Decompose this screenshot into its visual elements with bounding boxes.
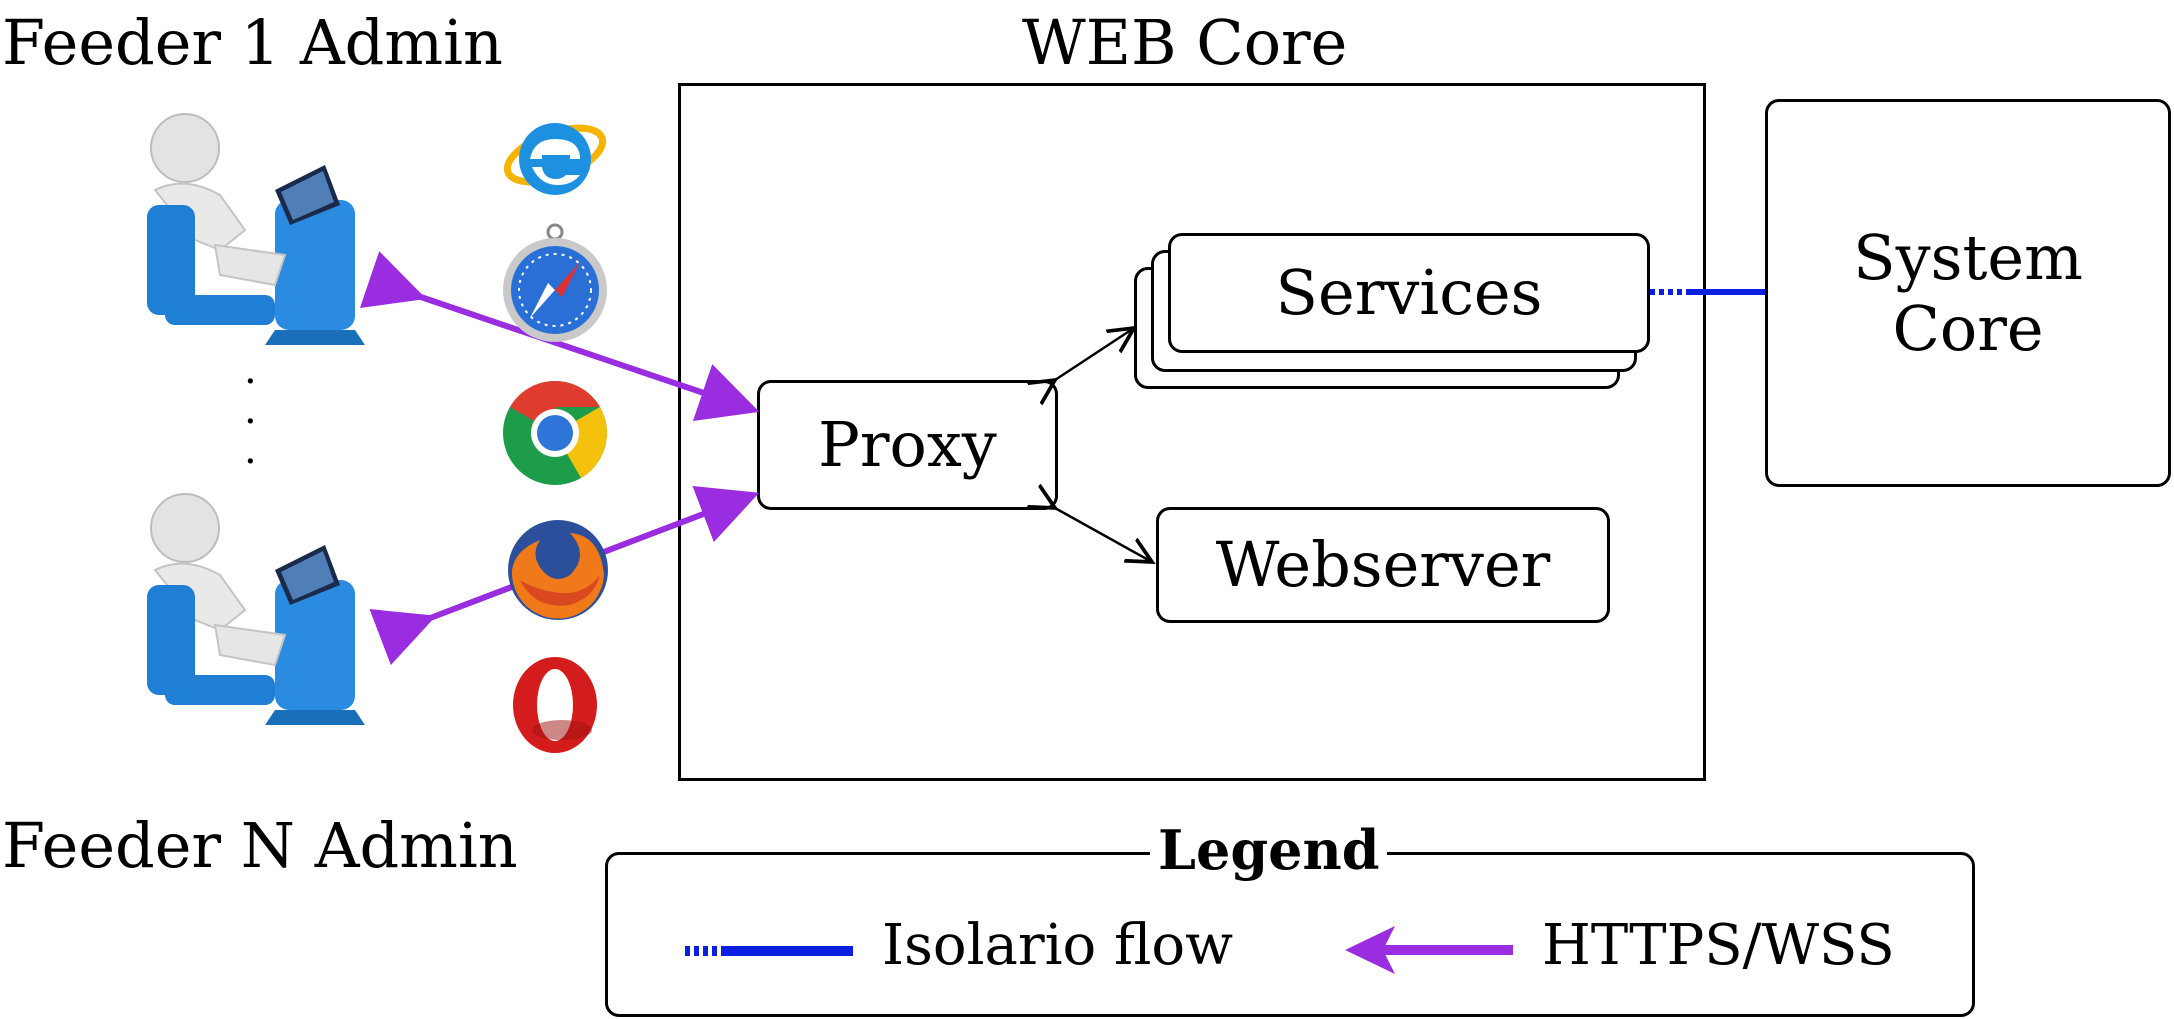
chrome-icon: [503, 381, 607, 485]
feeder-n-admin-label: Feeder N Admin: [2, 809, 518, 882]
webserver-box: Webserver: [1156, 507, 1610, 623]
webserver-label: Webserver: [1215, 528, 1551, 602]
ellipsis-dot-3: .: [244, 427, 257, 473]
ellipsis-dot-1: .: [244, 347, 257, 393]
legend-box: [605, 852, 1975, 1017]
arrow-proxy-services: [1055, 328, 1134, 380]
admin-user-icon: [147, 113, 365, 345]
proxy-label: Proxy: [818, 408, 997, 482]
system-core-line2: Core: [1892, 292, 2044, 365]
opera-icon: [513, 657, 597, 753]
legend-isolario-swatch: [685, 946, 853, 956]
services-label: Services: [1275, 256, 1543, 330]
system-core-box: System Core: [1765, 99, 2171, 487]
legend-isolario-label: Isolario flow: [882, 913, 1234, 978]
legend-title: Legend: [1150, 823, 1388, 877]
https-arrow-feeder1: [359, 251, 760, 421]
internet-explorer-icon: [503, 123, 607, 195]
services-box: Services: [1168, 233, 1650, 353]
proxy-box: Proxy: [757, 380, 1058, 510]
feeder-1-admin-label: Feeder 1 Admin: [2, 6, 503, 79]
legend-https-label: HTTPS/WSS: [1542, 913, 1895, 978]
safari-icon: [503, 223, 607, 342]
web-core-title: WEB Core: [1022, 6, 1348, 79]
ellipsis-dot-2: .: [244, 387, 257, 433]
arrow-proxy-webserver: [1055, 508, 1152, 562]
system-core-line1: System: [1853, 220, 2083, 294]
admin-user-icon: [147, 493, 365, 725]
legend-https-swatch: [1345, 926, 1513, 974]
firefox-icon: [508, 520, 608, 620]
